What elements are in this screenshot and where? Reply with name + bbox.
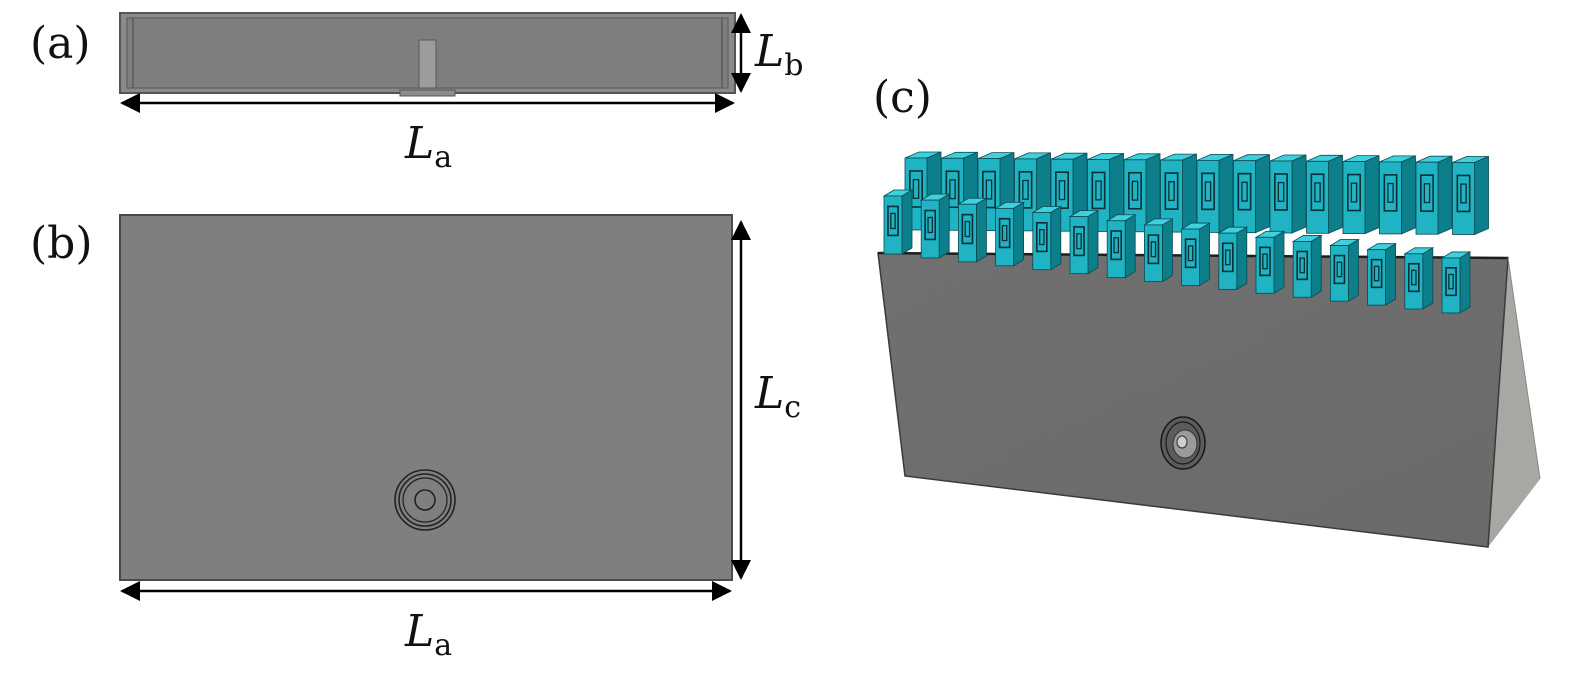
panel-c-element-front <box>882 189 914 255</box>
panel-c-box-side-face <box>1488 258 1540 547</box>
panel-c-element-front <box>956 197 988 263</box>
panel-b-label: (b) <box>30 218 93 269</box>
panel-b-height-label: Lc <box>754 368 801 425</box>
panel-c-element-back <box>1452 155 1489 236</box>
panel-c-element-front <box>1291 234 1323 298</box>
panel-c-elements-back-row <box>904 151 1489 236</box>
panel-a-width-label: La <box>404 118 452 175</box>
panel-c-element-front <box>1328 238 1360 302</box>
panel-c-element-back <box>1415 155 1453 235</box>
panel-c-element-back <box>1233 154 1270 234</box>
panel-c-element-back <box>1379 155 1416 235</box>
panel-c-element-back <box>1269 154 1307 234</box>
panel-c-label: (c) <box>873 72 932 123</box>
panel-c-elements-front-row <box>882 189 1472 314</box>
panel-a: (a) La Lb <box>30 12 803 175</box>
panel-c-element-back <box>1160 153 1197 233</box>
panel-c-element-back <box>1196 153 1234 234</box>
panel-c-element-front <box>1142 218 1174 283</box>
panel-c-element-front <box>1403 247 1435 310</box>
panel-a-height-label: Lb <box>754 26 803 83</box>
panel-a-label: (a) <box>30 18 91 69</box>
panel-c-element-front <box>1254 230 1286 295</box>
panel-c: (c) <box>873 72 1541 548</box>
panel-c-element-front <box>1031 205 1063 271</box>
panel-c-element-front <box>994 201 1026 267</box>
panel-c-element-front <box>1068 209 1100 275</box>
panel-c-element-front <box>1217 226 1249 291</box>
panel-c-element-back <box>1123 153 1161 233</box>
panel-c-element-back <box>1342 154 1380 235</box>
panel-b-box <box>119 214 733 581</box>
panel-c-element-front <box>1105 214 1137 279</box>
panel-b-coax-connector <box>394 469 456 531</box>
panel-b-width-label: La <box>404 606 452 663</box>
panel-c-element-front <box>1180 222 1212 287</box>
panel-c-element-front <box>919 193 951 259</box>
panel-c-element-back <box>1306 154 1343 234</box>
panel-b: (b) La Lc <box>30 214 801 663</box>
panel-c-coax-connector <box>1160 416 1206 470</box>
panel-c-element-front <box>1366 242 1398 306</box>
panel-c-element-front <box>1440 251 1472 314</box>
panel-c-box <box>877 251 1541 548</box>
